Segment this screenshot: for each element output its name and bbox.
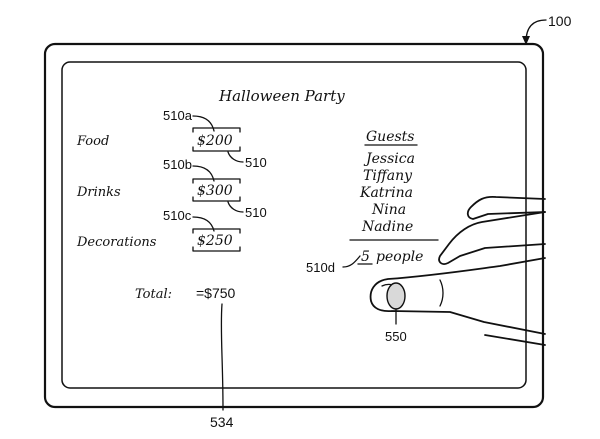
decorations-ref: 510c xyxy=(163,208,192,223)
total-ref-leader xyxy=(220,303,224,411)
guest-name: Tiffany xyxy=(363,168,413,184)
guest-name: Katrina xyxy=(359,185,413,201)
guest-name: Nina xyxy=(371,202,406,218)
food-amount-bracket xyxy=(192,127,241,152)
hand-lower-edge xyxy=(484,334,546,346)
drinks-label: Drinks xyxy=(76,185,121,200)
drinks-group-ref: 510 xyxy=(245,205,267,220)
total-value: =$750 xyxy=(196,285,236,301)
hand-illustration: 550 xyxy=(369,195,546,346)
food-label: Food xyxy=(76,134,109,149)
decorations-amount-bracket xyxy=(192,228,241,252)
drinks-amount: $300 xyxy=(197,183,233,199)
touch-ref: 550 xyxy=(385,329,407,344)
decorations-label: Decorations xyxy=(76,235,157,250)
figure-ref-label: 100 xyxy=(548,13,572,29)
device-outer-frame xyxy=(43,42,545,409)
food-group-leader xyxy=(227,151,244,163)
finger-joint-crease xyxy=(439,279,444,307)
guest-count-number: 5 xyxy=(361,249,370,265)
food-ref-leader xyxy=(192,115,215,132)
food-group-ref: 510 xyxy=(245,155,267,170)
guests-heading: Guests xyxy=(366,129,414,145)
touch-contact-area[interactable] xyxy=(386,282,406,310)
guest-name: Nadine xyxy=(361,219,413,235)
upper-finger xyxy=(466,195,546,220)
device-screen[interactable] xyxy=(61,61,527,389)
guest-count-unit: people xyxy=(376,249,423,265)
guest-count-ref: 510d xyxy=(306,260,335,275)
figure-ref-arrowhead xyxy=(522,36,530,45)
middle-finger xyxy=(438,211,546,265)
drinks-ref: 510b xyxy=(163,157,192,172)
drinks-amount-bracket xyxy=(192,178,241,202)
figure-ref-leader xyxy=(525,19,547,43)
total-ref: 534 xyxy=(210,414,234,430)
index-finger xyxy=(369,257,546,335)
food-amount: $200 xyxy=(197,133,233,149)
party-title: Halloween Party xyxy=(218,87,345,105)
decorations-amount: $250 xyxy=(197,233,233,249)
guest-name: Jessica xyxy=(363,151,415,167)
food-ref: 510a xyxy=(163,108,193,123)
guest-count-ref-leader xyxy=(342,255,361,268)
drinks-group-leader xyxy=(227,201,244,213)
total-label: Total: xyxy=(135,287,172,302)
